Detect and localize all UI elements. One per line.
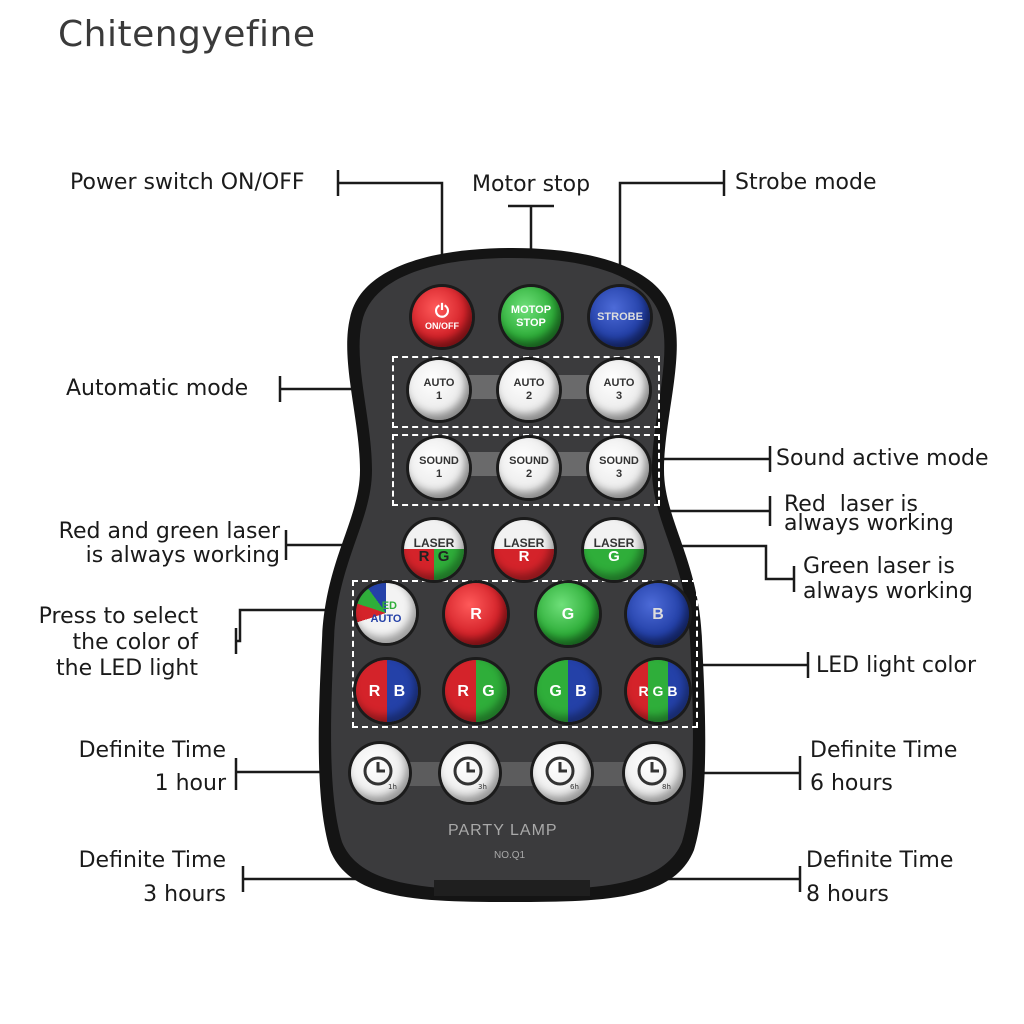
auto-2-number: 2 [526,390,532,403]
power-button-label: ON/OFF [425,320,459,333]
sound-1-button[interactable]: SOUND 1 [409,438,469,498]
led-red-button[interactable]: R [445,583,507,645]
led-blue-button[interactable]: B [627,583,689,645]
sound-1-label: SOUND [419,455,459,468]
remote-model: NO.Q1 [494,850,525,861]
timer-1h-label-1: Definite Time [40,738,226,764]
auto-3-label: AUTO [604,377,635,390]
led-red-blue-label: R B [369,685,405,698]
led-green-label: G [562,608,574,621]
led-auto-label-2: AUTO [371,613,402,626]
timer-6h-clock-icon: 6h [542,753,582,793]
auto-1-label: AUTO [424,377,455,390]
laser-green-sub: G [608,550,620,563]
timer-3h-button[interactable]: 3h [441,744,499,802]
laser-green-button[interactable]: LASER G [584,520,644,580]
sound-2-label: SOUND [509,455,549,468]
timer-8h-label-2: 8 hours [806,882,889,908]
auto-mode-label: Automatic mode [66,376,248,402]
press-label-2: the color of [20,630,198,656]
sound-3-number: 3 [616,468,622,481]
timer-8h-button[interactable]: 8h [625,744,683,802]
led-color-label: LED light color [816,653,976,679]
timer-3h-label-2: 3 hours [40,882,226,908]
timer-6h-label-1: Definite Time [810,738,957,764]
led-green-blue-button[interactable]: G B [537,660,599,722]
motor-stop-label-2: STOP [516,317,546,330]
auto-2-label: AUTO [514,377,545,390]
timer-6h-button[interactable]: 6h [533,744,591,802]
led-auto-label-1: LED [375,600,397,613]
led-red-green-label: R G [457,685,494,698]
power-icon: ⏻ [435,302,449,320]
strobe-label-1: STROBE [597,311,643,324]
strobe-label: Strobe mode [735,170,877,196]
rg-laser-label-2: is always working [36,543,280,569]
power-button[interactable]: ⏻ ON/OFF [412,287,472,347]
green-laser-label-2: always working [803,579,973,605]
timer-3h-label-1: Definite Time [40,848,226,874]
led-red-blue-button[interactable]: R B [356,660,418,722]
led-green-blue-label: G B [549,685,586,698]
auto-1-number: 1 [436,390,442,403]
led-green-button[interactable]: G [537,583,599,645]
svg-text:3h: 3h [478,783,487,791]
sound-2-button[interactable]: SOUND 2 [499,438,559,498]
timer-1h-button[interactable]: 1h [351,744,409,802]
auto-3-number: 3 [616,390,622,403]
sound-mode-label: Sound active mode [776,446,989,472]
led-rgb-label: R G B [639,685,678,698]
svg-text:1h: 1h [388,783,397,791]
timer-8h-clock-icon: 8h [634,753,674,793]
red-laser-label-2: always working [784,511,954,537]
svg-text:6h: 6h [570,783,579,791]
sound-3-label: SOUND [599,455,639,468]
laser-rg-sub: R G [419,550,450,563]
timer-1h-clock-icon: 1h [360,753,400,793]
strobe-button[interactable]: STROBE [590,287,650,347]
timer-8h-label-1: Definite Time [806,848,953,874]
led-red-label: R [470,608,482,621]
motor-stop-button[interactable]: MOTOP STOP [501,287,561,347]
press-label-1: Press to select [20,604,198,630]
laser-red-button[interactable]: LASER R [494,520,554,580]
press-label-3: the LED light [20,656,198,682]
auto-1-button[interactable]: AUTO 1 [409,360,469,420]
auto-3-button[interactable]: AUTO 3 [589,360,649,420]
laser-rg-button[interactable]: LASER R G [404,520,464,580]
auto-2-button[interactable]: AUTO 2 [499,360,559,420]
sound-2-number: 2 [526,468,532,481]
power-label: Power switch ON/OFF [70,170,305,196]
laser-red-sub: R [519,550,530,563]
rg-laser-label-1: Red and green laser [36,519,280,545]
timer-6h-label-2: 6 hours [810,771,893,797]
timer-1h-label-2: 1 hour [40,771,226,797]
led-rgb-button[interactable]: R G B [627,660,689,722]
led-auto-button[interactable]: LED AUTO [356,583,416,643]
led-red-green-button[interactable]: R G [445,660,507,722]
timer-3h-clock-icon: 3h [450,753,490,793]
sound-1-number: 1 [436,468,442,481]
sound-3-button[interactable]: SOUND 3 [589,438,649,498]
remote-brand: PARTY LAMP [448,822,558,840]
led-blue-label: B [652,608,664,621]
motor-label: Motor stop [472,172,590,198]
svg-text:8h: 8h [662,783,671,791]
green-laser-label-1: Green laser is [803,554,955,580]
motor-stop-label-1: MOTOP [511,304,551,317]
